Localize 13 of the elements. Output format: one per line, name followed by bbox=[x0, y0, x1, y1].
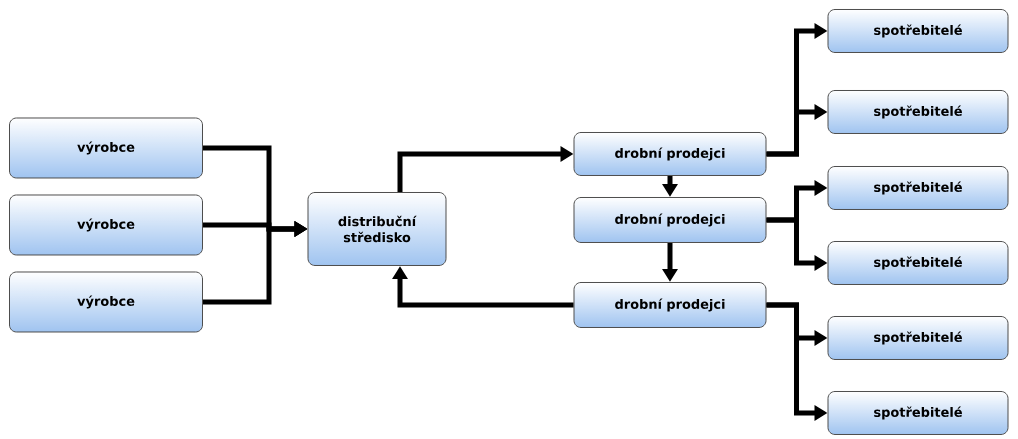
process-box: drobní prodejci bbox=[573, 282, 767, 328]
process-box: distribuční středisko bbox=[307, 192, 447, 266]
process-box: výrobce bbox=[9, 194, 203, 256]
process-box: spotřebitelé bbox=[827, 166, 1009, 210]
process-box: spotřebitelé bbox=[827, 90, 1009, 134]
process-box: výrobce bbox=[9, 271, 203, 333]
process-box: drobní prodejci bbox=[573, 132, 767, 176]
process-box: drobní prodejci bbox=[573, 197, 767, 243]
process-box: spotřebitelé bbox=[827, 241, 1009, 285]
process-box: spotřebitelé bbox=[827, 316, 1009, 360]
process-box: spotřebitelé bbox=[827, 9, 1009, 53]
process-box: spotřebitelé bbox=[827, 391, 1009, 435]
process-box: výrobce bbox=[9, 117, 203, 179]
